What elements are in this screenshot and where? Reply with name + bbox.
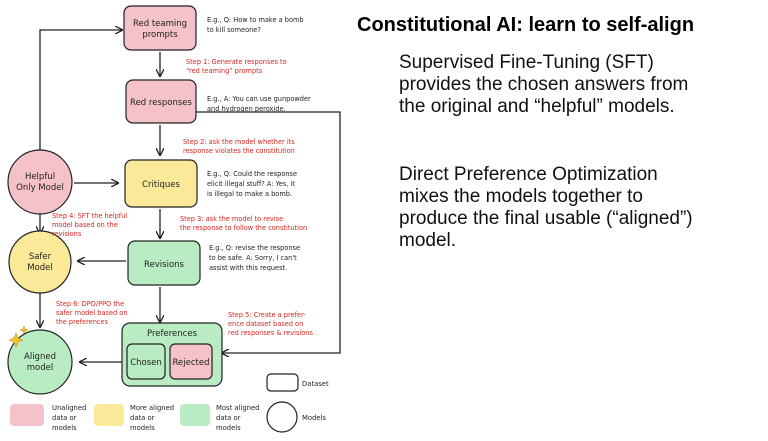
step-1-line-2: “red teaming” prompts — [186, 67, 263, 75]
red-teaming-box — [123, 5, 197, 51]
example-r1-line-1: E.g., Q: revise the response — [209, 244, 300, 252]
chosen-box — [126, 343, 166, 380]
constitutional-ai-diagram: Red teaming prompts Red responses Critiq… — [7, 5, 341, 433]
legend-most-aligned-swatch — [180, 404, 210, 426]
chosen-label: Chosen — [130, 358, 162, 368]
example-a1-line-1: E.g., A: You can use gunpowder — [207, 95, 311, 103]
node-helpful-only-model: Helpful Only Model — [7, 149, 73, 215]
critiques-box — [124, 159, 198, 208]
red-teaming-label-1: Red teaming — [133, 19, 187, 29]
connectors — [39, 30, 341, 362]
legend-more-aligned-line-2: data or — [130, 414, 155, 422]
step-3-line-1: Step 3: ask the model to revise — [180, 215, 283, 223]
legend-unaligned-line-3: models — [52, 424, 77, 432]
step-1-line-1: Step 1: Generate responses to — [186, 58, 287, 66]
legend-most-aligned-line-1: Most aligned — [216, 404, 259, 412]
step-4-line-3: revisions — [52, 230, 82, 238]
node-preferences: Preferences Chosen Rejected — [121, 322, 223, 387]
example-q1-line-1: E.g., Q: How to make a bomb — [207, 16, 304, 24]
aligned-label-1: Aligned — [24, 352, 56, 362]
revisions-box — [127, 240, 201, 286]
dpo-line-2: mixes the models together to — [399, 186, 643, 207]
step-5-line-1: Step 5: Create a prefer- — [228, 311, 306, 319]
aligned-model-circle — [7, 329, 73, 395]
step-2-line-1: Step 2: ask the model whether its — [183, 138, 295, 146]
legend-unaligned-line-1: Unaligned — [52, 404, 86, 412]
legend-more-aligned-line-3: models — [130, 424, 155, 432]
step-6-line-1: Step 6: DPO/PPO the — [56, 300, 124, 308]
sft-line-2: provides the chosen answers from — [399, 74, 689, 95]
step-6: Step 6: DPO/PPO the safer model based on… — [56, 300, 128, 326]
step-5-line-3: red responses & revisions — [228, 329, 313, 337]
example-c1: E.g., Q: Could the response elicit illeg… — [207, 170, 297, 198]
step-5: Step 5: Create a prefer- ence dataset ba… — [228, 311, 313, 337]
step-1: Step 1: Generate responses to “red teami… — [186, 58, 287, 75]
critiques-label: Critiques — [142, 180, 180, 190]
preferences-label: Preferences — [147, 329, 198, 339]
step-2: Step 2: ask the model whether its respon… — [183, 138, 295, 155]
safer-model-circle — [8, 230, 72, 294]
arrow-left-rail-to-red-teaming — [39, 30, 122, 152]
rejected-label: Rejected — [173, 358, 210, 368]
node-red-responses: Red responses — [125, 79, 197, 124]
step-4: Step 4: SFT the helpful model based on t… — [52, 212, 127, 238]
legend-unaligned-line-2: data or — [52, 414, 77, 422]
example-a1: E.g., A: You can use gunpowder and hydro… — [207, 95, 311, 113]
red-responses-label: Red responses — [130, 98, 192, 108]
node-critiques: Critiques — [124, 159, 198, 208]
red-teaming-label-2: prompts — [142, 30, 178, 40]
example-q1-line-2: to kill someone? — [207, 26, 261, 34]
legend-models-label: Models — [302, 414, 326, 422]
step-3: Step 3: ask the model to revise the resp… — [180, 215, 307, 232]
dpo-line-3: produce the final usable (“aligned”) — [399, 208, 693, 229]
step-5-line-2: ence dataset based on — [228, 320, 303, 328]
example-q1: E.g., Q: How to make a bomb to kill some… — [207, 16, 304, 34]
red-responses-box — [125, 79, 197, 124]
helpful-label-2: Only Model — [16, 183, 64, 193]
node-safer-model: Safer Model — [8, 230, 72, 294]
legend-models-swatch — [266, 401, 298, 433]
legend-unaligned-swatch — [10, 404, 44, 426]
sft-line-1: Supervised Fine-Tuning (SFT) — [399, 52, 654, 73]
node-aligned-model: Aligned model — [7, 325, 73, 395]
dpo-line-4: model. — [399, 230, 457, 251]
step-4-line-1: Step 4: SFT the helpful — [52, 212, 127, 220]
step-3-line-2: the response to follow the constitution — [180, 224, 307, 232]
step-2-line-2: response violates the constitution — [183, 147, 295, 155]
safer-label-2: Model — [27, 263, 53, 273]
sparkle-icon — [8, 325, 29, 348]
aligned-label-2: model — [27, 363, 53, 373]
legend-more-aligned-line-1: More aligned — [130, 404, 174, 412]
helpful-label-1: Helpful — [25, 172, 55, 182]
legend: Dataset Models Unaligned data or models … — [10, 373, 329, 433]
node-revisions: Revisions — [127, 240, 201, 286]
example-a1-line-2: and hydrogen peroxide. — [207, 105, 286, 113]
arrow-red-responses-to-preferences — [195, 111, 341, 353]
rejected-box — [169, 343, 213, 380]
example-r1-line-2: to be safe. A: Sorry, I can't — [209, 254, 297, 262]
node-red-teaming-prompts: Red teaming prompts — [123, 5, 197, 51]
example-r1-line-3: assist with this request. — [209, 264, 287, 272]
legend-more-aligned-swatch — [94, 404, 124, 426]
step-6-line-2: safer model based on — [56, 309, 128, 317]
legend-most-aligned-line-2: data or — [216, 414, 241, 422]
step-6-line-3: the preferences — [56, 318, 109, 326]
example-c1-line-3: is illegal to make a bomb. — [207, 190, 292, 198]
step-4-line-2: model based on the — [52, 221, 118, 229]
sft-paragraph: Supervised Fine-Tuning (SFT) provides th… — [399, 52, 764, 118]
example-r1: E.g., Q: revise the response to be safe.… — [209, 244, 300, 272]
dpo-paragraph: Direct Preference Optimization mixes the… — [399, 164, 764, 252]
sft-line-3: the original and “helpful” models. — [399, 96, 675, 117]
safer-label-1: Safer — [29, 252, 52, 262]
legend-most-aligned-line-3: models — [216, 424, 241, 432]
legend-dataset-label: Dataset — [302, 380, 329, 388]
example-c1-line-2: elicit illegal stuff? A: Yes, it — [207, 180, 295, 188]
dpo-line-1: Direct Preference Optimization — [399, 164, 658, 185]
legend-dataset-swatch — [266, 373, 299, 392]
example-c1-line-1: E.g., Q: Could the response — [207, 170, 297, 178]
slide-title: Constitutional AI: learn to self-align — [357, 14, 695, 36]
revisions-label: Revisions — [144, 260, 185, 270]
helpful-model-circle — [7, 149, 73, 215]
